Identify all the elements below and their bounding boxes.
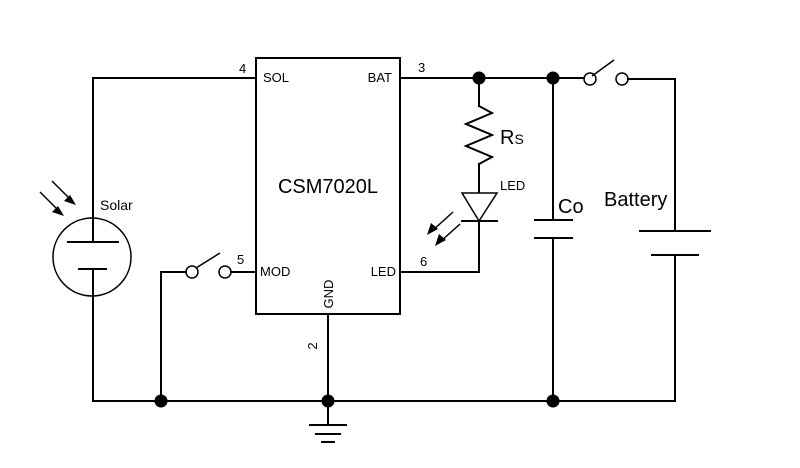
pin-bat-label: BAT xyxy=(368,70,392,85)
resistor-label-main: R xyxy=(500,127,514,149)
junction-gnd-mod xyxy=(154,394,168,408)
pin-gnd-label: GND xyxy=(321,280,336,309)
solar-label: Solar xyxy=(100,197,133,213)
mod-switch-icon xyxy=(185,252,232,279)
pin-sol-label: SOL xyxy=(263,70,289,85)
wire-mod-ground xyxy=(160,271,187,402)
pin-sol-number: 4 xyxy=(239,61,246,76)
junction-gnd-ic xyxy=(321,394,335,408)
pin-led-number: 6 xyxy=(420,254,427,269)
ground-symbol-icon xyxy=(309,424,347,443)
resistor-icon xyxy=(463,104,495,166)
resistor-label: RS xyxy=(500,127,524,149)
resistor-label-sub: S xyxy=(514,131,523,147)
pin-led-label: LED xyxy=(371,264,396,279)
battery-icon xyxy=(639,230,711,256)
pin-mod-number: 5 xyxy=(237,252,244,267)
battery-switch-icon xyxy=(583,59,629,86)
wire-sol xyxy=(92,77,257,242)
pin-gnd-number: 2 xyxy=(305,342,320,349)
wire-led-pin xyxy=(399,220,480,273)
solar-cell-icon xyxy=(39,180,132,297)
ic-body xyxy=(255,57,401,315)
wire-battery-top xyxy=(627,78,676,232)
capacitor-label: Co xyxy=(558,196,584,218)
capacitor-icon xyxy=(534,219,573,239)
wire-ground-bus xyxy=(92,269,676,402)
pin-mod-label: MOD xyxy=(260,264,290,279)
junction-gnd-cap xyxy=(546,394,560,408)
led-label: LED xyxy=(500,178,525,193)
led-icon xyxy=(427,192,499,246)
pin-bat-number: 3 xyxy=(418,60,425,75)
ic-name: CSM7020L xyxy=(278,176,378,198)
battery-label: Battery xyxy=(604,189,667,211)
